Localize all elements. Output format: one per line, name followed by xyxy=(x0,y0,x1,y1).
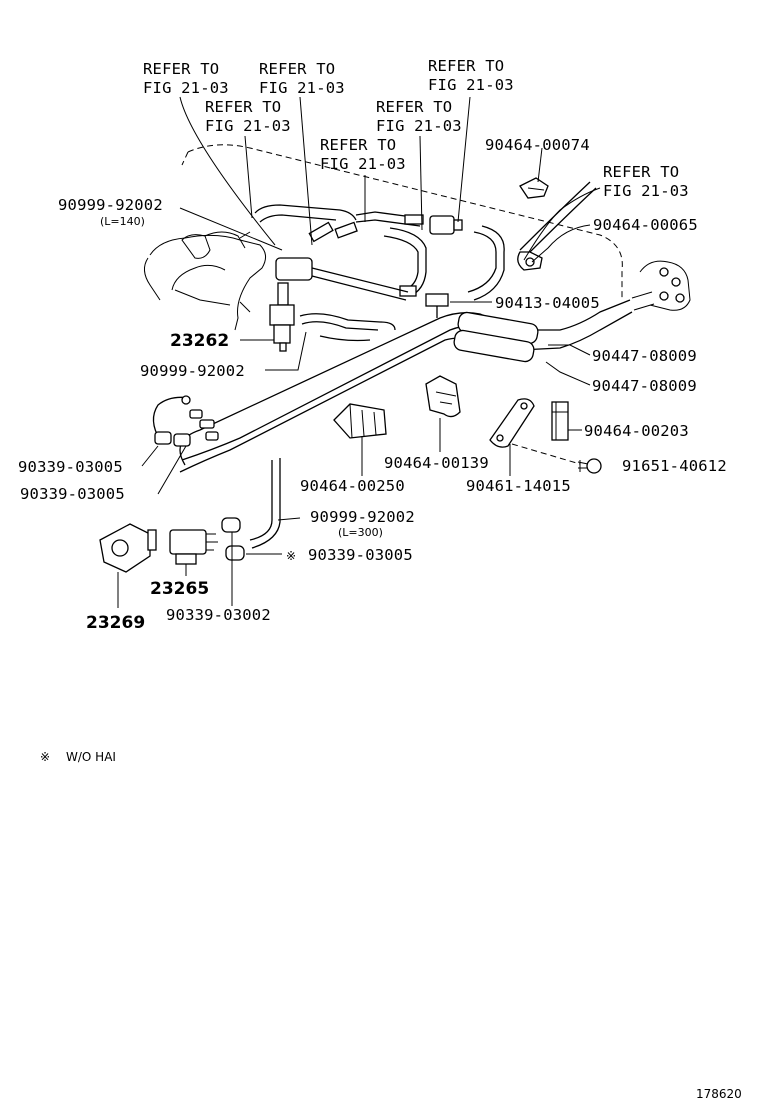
refer-label-line2: FIG 21-03 xyxy=(205,117,291,135)
part-label: 90339-03002 xyxy=(166,606,271,624)
part-label: 90339-03005 xyxy=(20,485,125,503)
refer-label-2: REFER TO FIG 21-03 xyxy=(259,60,345,97)
clip-90464-00203 xyxy=(551,401,569,441)
refer-label-line1: REFER TO xyxy=(428,57,504,75)
refer-label-line2: FIG 21-03 xyxy=(143,79,229,97)
refer-label-line2: FIG 21-03 xyxy=(376,117,462,135)
bolt-91651-40612 xyxy=(577,458,602,474)
refer-label-4: REFER TO FIG 21-03 xyxy=(205,98,291,135)
refer-label-6: REFER TO FIG 21-03 xyxy=(320,136,406,173)
part-label: 90447-08009 xyxy=(592,377,697,395)
refer-label-line2: FIG 21-03 xyxy=(320,155,406,173)
clamp-90464-00139 xyxy=(425,375,461,418)
part-label: 90464-00065 xyxy=(593,216,698,234)
refer-label-line1: REFER TO xyxy=(259,60,335,78)
part-label: 90339-03005 xyxy=(308,546,413,564)
part-label: 90461-14015 xyxy=(466,477,571,495)
refer-label-line1: REFER TO xyxy=(205,98,281,116)
refer-label-line1: REFER TO xyxy=(320,136,396,154)
long-pipe xyxy=(275,257,449,318)
pipe-bundle xyxy=(179,299,633,549)
kome-mark: ※ xyxy=(286,549,296,563)
part-label: 23269 xyxy=(86,613,145,633)
part-label: 91651-40612 xyxy=(622,457,727,475)
part-label: 90464-00250 xyxy=(300,477,405,495)
hose-segment xyxy=(334,221,358,239)
refer-label-line1: REFER TO xyxy=(603,163,679,181)
protector-tube xyxy=(453,329,535,363)
refer-label-1: REFER TO FIG 21-03 xyxy=(143,60,229,97)
figure-id: 178620 xyxy=(696,1087,742,1101)
part-label: 90413-04005 xyxy=(495,294,600,312)
hose-90999-mid xyxy=(299,313,396,342)
right-connector xyxy=(631,260,691,311)
hose-end xyxy=(404,214,424,225)
leader-lines xyxy=(117,96,601,608)
refer-label-5: REFER TO FIG 21-03 xyxy=(376,98,462,135)
part-label: 90999-92002 xyxy=(58,196,163,214)
intake-assembly xyxy=(144,231,266,331)
part-label: 23265 xyxy=(150,579,209,599)
clamp-90464-00250 xyxy=(333,403,387,439)
footnote-text: W/O HAI xyxy=(66,750,116,764)
length-note: (L=140) xyxy=(100,215,145,228)
part-label: 90999-92002 xyxy=(140,362,245,380)
refer-label-line2: FIG 21-03 xyxy=(259,79,345,97)
hose-90339-03002 xyxy=(221,517,245,561)
part-label: 90464-00139 xyxy=(384,454,489,472)
clamp-90464-00065 xyxy=(517,251,543,271)
length-note: (L=300) xyxy=(338,526,383,539)
footnote-mark: ※ xyxy=(40,750,50,764)
hose-segment xyxy=(308,221,334,243)
clamp-90464-00074 xyxy=(519,177,549,199)
vacuum-switch-23262 xyxy=(269,282,295,352)
hose-end xyxy=(399,285,417,297)
left-hose-fittings xyxy=(152,395,219,447)
part-label: 90999-92002 xyxy=(310,508,415,526)
refer-label-line2: FIG 21-03 xyxy=(603,182,689,200)
part-label: 90464-00074 xyxy=(485,136,590,154)
plug-23269 xyxy=(99,523,157,573)
part-label: 90447-08009 xyxy=(592,347,697,365)
part-label: 90339-03005 xyxy=(18,458,123,476)
refer-label-line1: REFER TO xyxy=(376,98,452,116)
refer-label-line2: FIG 21-03 xyxy=(428,76,514,94)
engine-outline xyxy=(181,144,623,298)
part-label: 90464-00203 xyxy=(584,422,689,440)
vsv-filter xyxy=(429,215,455,235)
refer-label-line1: REFER TO xyxy=(143,60,219,78)
part-label: 23262 xyxy=(170,331,229,351)
refer-label-7: REFER TO FIG 21-03 xyxy=(603,163,689,200)
refer-label-3: REFER TO FIG 21-03 xyxy=(428,57,514,94)
three-way-joint xyxy=(425,293,449,307)
upper-hoses xyxy=(254,181,597,301)
sensor-23265 xyxy=(169,529,218,565)
bracket-90461-14015 xyxy=(489,398,581,465)
t-joint xyxy=(275,257,313,281)
